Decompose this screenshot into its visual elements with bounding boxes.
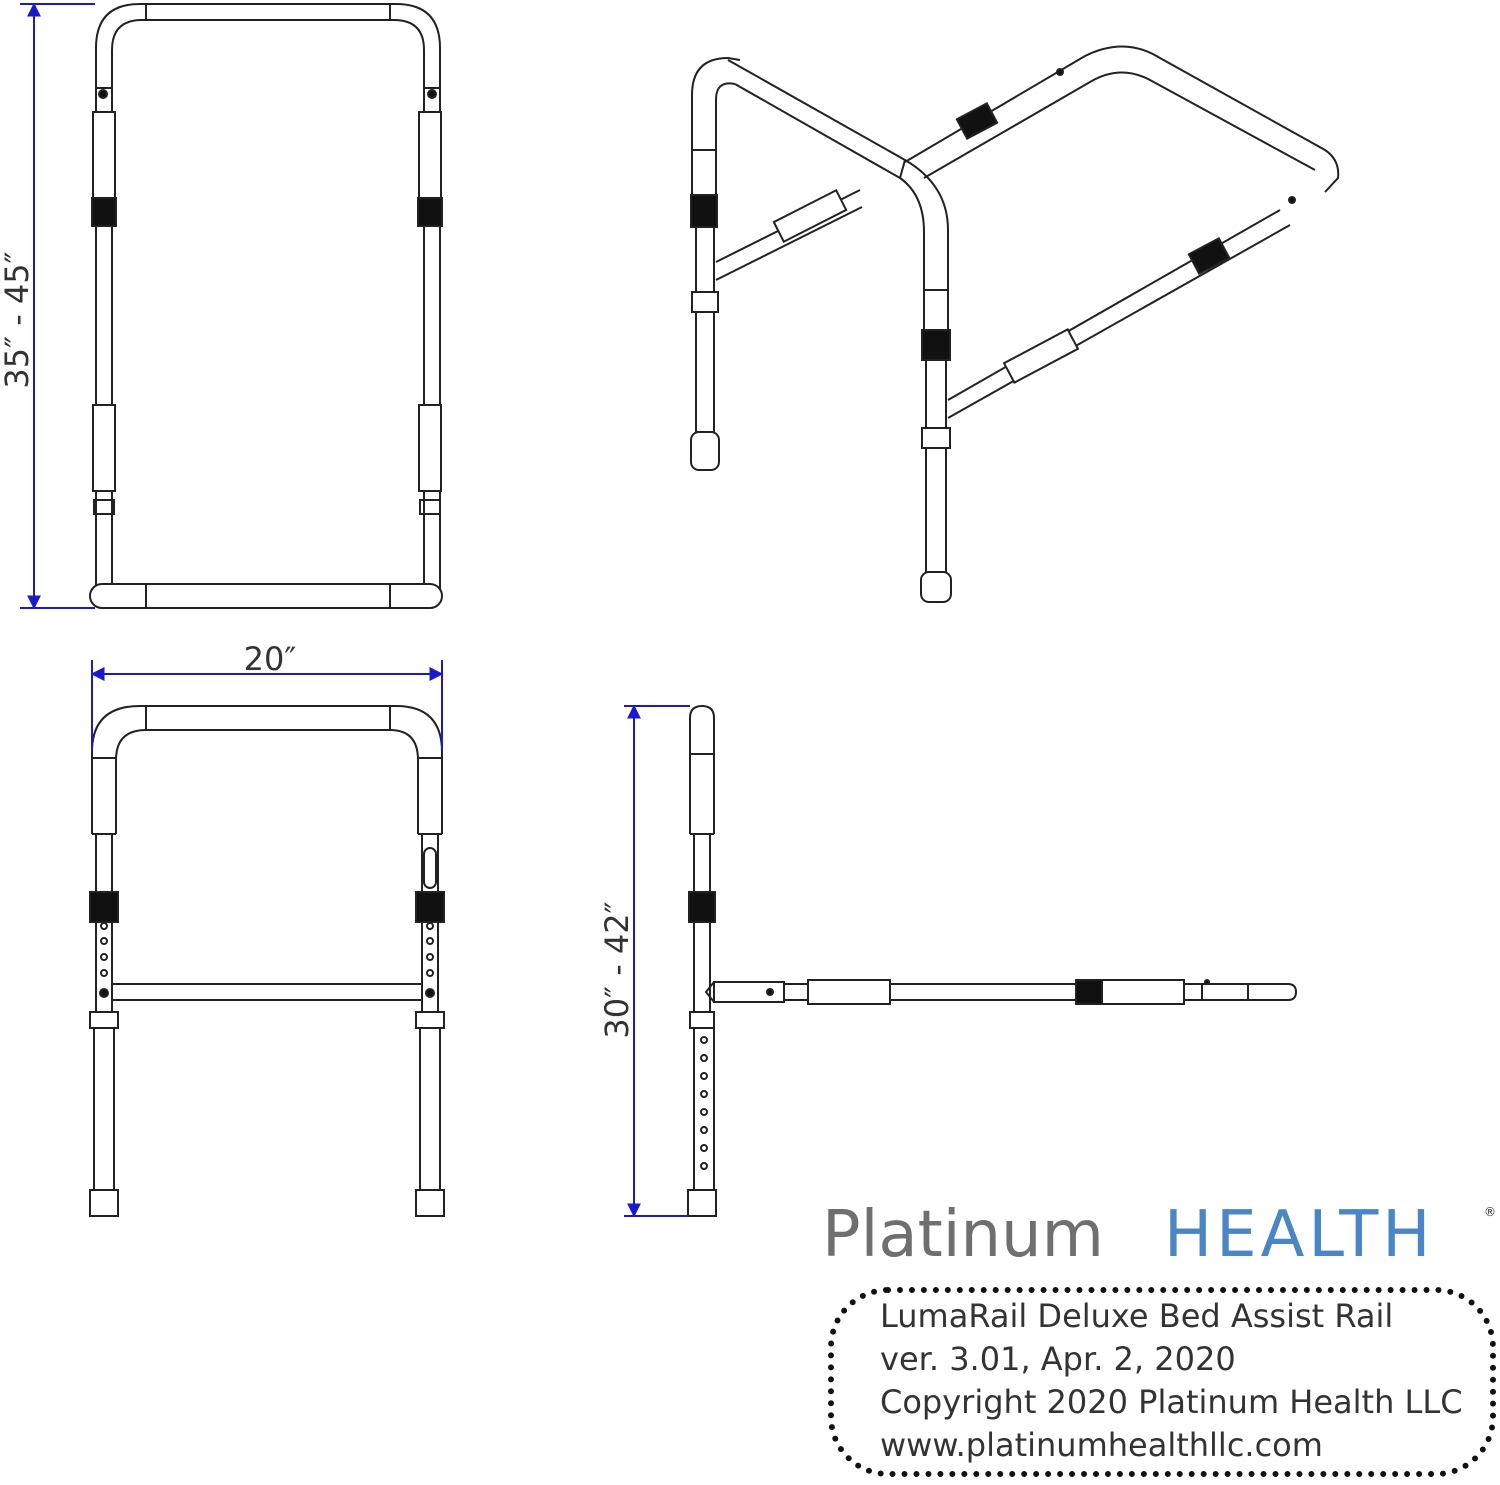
height-range-label: 35″ - 45″: [0, 251, 36, 388]
front-view-drawing: [89, 705, 445, 1217]
registered-mark: ®: [1484, 1205, 1496, 1219]
height-dimension-line: [20, 2, 95, 610]
version-date: ver. 3.01, Apr. 2, 2020: [880, 1340, 1236, 1378]
isometric-view-drawing: [690, 45, 1340, 603]
copyright-line: Copyright 2020 Platinum Health LLC: [880, 1383, 1463, 1421]
top-view-drawing: [89, 3, 443, 609]
side-view-drawing: [687, 704, 1298, 1217]
brand-logo: Platinum HEALTH ®: [822, 1198, 1496, 1272]
product-name: LumaRail Deluxe Bed Assist Rail: [880, 1297, 1394, 1335]
info-box: [828, 1287, 1496, 1477]
leg-height-range-label: 30″ - 42″: [598, 901, 636, 1038]
width-label: 20″: [244, 640, 297, 678]
brand-name-part2: HEALTH: [1164, 1198, 1434, 1272]
width-dimension-line: [90, 660, 444, 750]
info-text-block: LumaRail Deluxe Bed Assist Rail ver. 3.0…: [880, 1295, 1463, 1467]
leg-height-dimension-line: [624, 704, 690, 1218]
website-link[interactable]: www.platinumhealthllc.com: [880, 1426, 1323, 1464]
brand-name-part1: Platinum: [822, 1198, 1104, 1272]
